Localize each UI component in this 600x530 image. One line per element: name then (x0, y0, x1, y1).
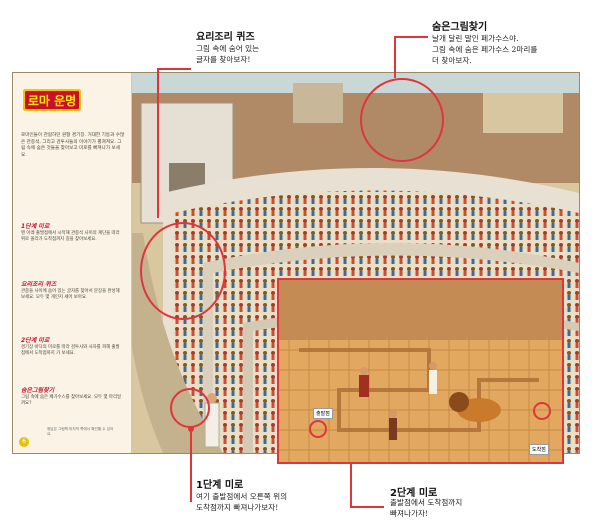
step-2-text: 관중들 사이에 숨어 있는 글자를 찾아서 문장을 완성해 보세요. 모두 몇 … (21, 289, 120, 301)
maze2-start-marker[interactable] (309, 420, 327, 438)
maze2-leader-line (350, 464, 352, 508)
step-3-text: 경기장 바닥의 미로를 따라 검투사와 사자를 피해 출발점에서 도착점까지 가… (21, 345, 120, 357)
step-3-title: 2단계 미로 (21, 337, 50, 344)
arena-maze-inset: 출발점 도착점 (277, 278, 564, 464)
intro-text: 로마인들이 관람하던 원형 경기장. 거대한 기둥과 수많은 관중석, 그리고 … (21, 133, 125, 159)
quiz-callout-title: 요리조리 퀴즈 (196, 32, 255, 43)
maze2-callout-line-1: 출발점에서 도착점까지 (390, 498, 463, 507)
quiz-leader-line-h (157, 68, 191, 70)
hidden-leader-line-h (394, 36, 428, 38)
page-number: 6 (19, 437, 29, 447)
quiz-callout-line-1: 그림 속에 숨어 있는 (196, 44, 260, 53)
step-1-title: 1단계 미로 (21, 223, 50, 230)
maze1-leader-dot (188, 426, 194, 432)
sidebar-panel: 로마 운명 로마인들이 관람하던 원형 경기장. 거대한 기둥과 수많은 관중석… (13, 73, 132, 453)
hidden-callout-line-1: 날개 달린 말인 페가수스야. (432, 34, 519, 43)
step-4-title: 숨은그림찾기 (21, 387, 55, 394)
maze1-callout-line-2: 도착점까지 빠져나가보자! (196, 503, 279, 512)
end-label: 도착점 (529, 444, 549, 455)
page-title: 로마 운명 (23, 89, 81, 111)
maze1-callout-line-1: 여기 출발점에서 오른쪽 위의 (196, 492, 288, 501)
hidden-callout-line-2: 그림 속에 숨은 페가수스 2마리를 (432, 45, 538, 54)
maze2-callout-line-2: 빠져나가자! (390, 509, 428, 518)
maze1-start-highlight[interactable] (170, 388, 210, 428)
hidden-leader-line (394, 36, 396, 78)
step-1-text: 맨 아래 출발점에서 시작해 관중석 사이의 계단을 따라 위로 올라가 도착점… (21, 231, 120, 243)
maze2-leader-line-h (350, 506, 384, 508)
quiz-callout-line-2: 글자를 찾아보자! (196, 55, 251, 64)
step-2-title: 요리조리 퀴즈 (21, 281, 57, 288)
arena-floor (279, 280, 562, 462)
maze2-callout-title: 2단계 미로 (390, 488, 438, 499)
maze1-leader-line (190, 432, 192, 502)
quiz-highlight[interactable] (140, 222, 226, 320)
hidden-callout-title: 숨은그림찾기 (432, 22, 488, 33)
quiz-leader-line (157, 68, 159, 218)
maze1-callout-title: 1단계 미로 (196, 480, 244, 491)
maze2-end-marker[interactable] (533, 402, 551, 420)
hidden-picture-highlight[interactable] (360, 78, 444, 162)
start-label: 출발점 (313, 408, 333, 419)
footnote: 정답은 그림책 마지막 쪽에서 확인할 수 있어요. (47, 427, 114, 436)
step-4-text: 그림 속에 숨은 페가수스를 찾아보세요. 모두 몇 마리일까요? (21, 395, 122, 407)
hidden-callout-line-3: 더 찾아보자. (432, 56, 472, 65)
